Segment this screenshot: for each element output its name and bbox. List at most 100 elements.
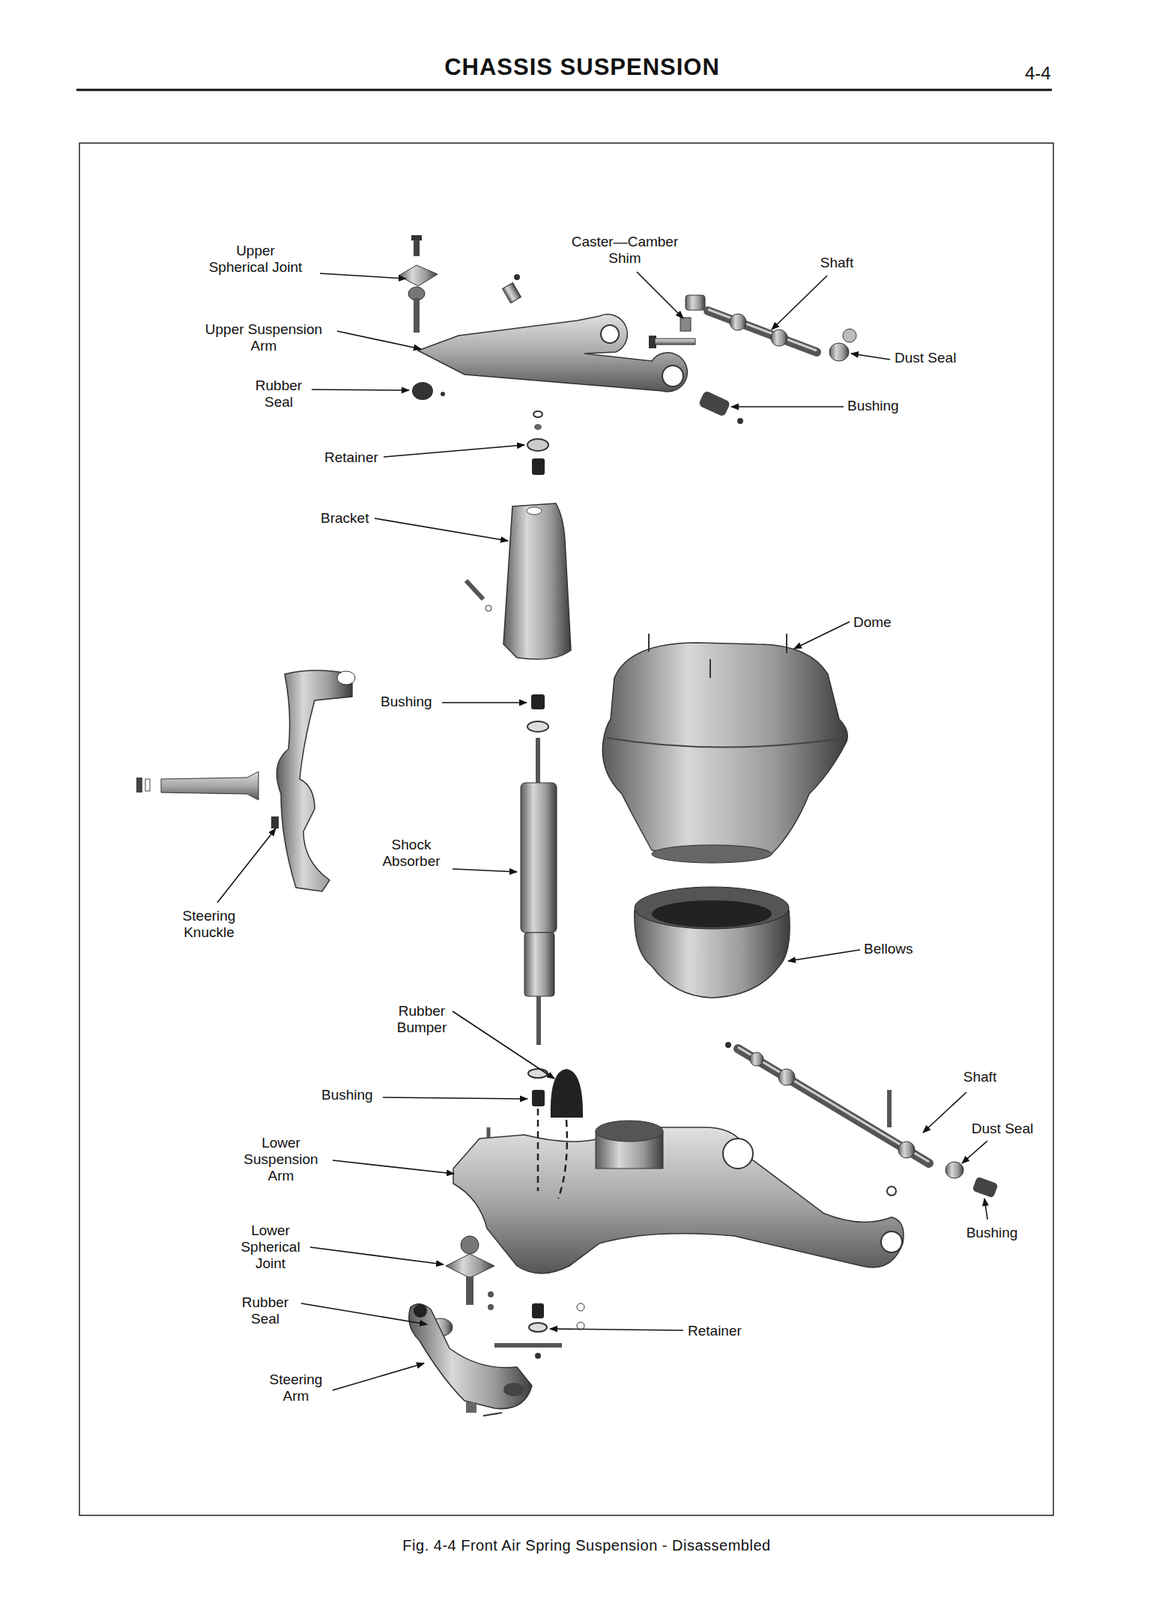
upper-small-parts-shape xyxy=(737,418,744,425)
part-label: Caster—Camber Shim xyxy=(568,233,682,267)
dome-shape xyxy=(606,737,847,748)
part-label: Bellows xyxy=(863,940,913,958)
upper-spherical-joint-shape xyxy=(411,235,422,241)
steering-arm-shape xyxy=(531,1303,544,1319)
part-label: Steering Arm xyxy=(262,1371,330,1405)
leader-line xyxy=(374,518,508,541)
upper-suspension-arm-shape xyxy=(502,282,522,303)
leader-line xyxy=(851,353,891,360)
leader-line xyxy=(771,275,828,330)
upper-spherical-joint xyxy=(398,235,438,333)
upper-small-parts-shape xyxy=(440,391,446,397)
steering-arm-shape xyxy=(528,1323,547,1333)
part-label: Rubber Seal xyxy=(248,377,309,411)
bracket-shape xyxy=(526,507,542,515)
steering-arm xyxy=(409,1303,585,1416)
steering-knuckle-shape xyxy=(145,779,150,792)
upper-suspension-arm-shape xyxy=(654,338,696,345)
leader-line xyxy=(549,1329,684,1331)
lower-suspension-arm-shape xyxy=(722,1138,753,1169)
leader-line xyxy=(383,445,525,458)
lower-shaft-parts-shape xyxy=(898,1141,915,1159)
dome-shape xyxy=(648,633,650,652)
leader-line xyxy=(310,1247,444,1265)
rubber-bumper-shape xyxy=(550,1069,583,1118)
upper-suspension-arm-shape xyxy=(662,365,684,387)
upper-small-parts-shape xyxy=(534,424,542,431)
dome-shape xyxy=(785,633,788,654)
part-label: Bushing xyxy=(321,1087,374,1104)
rubber-bumper-shape xyxy=(531,1090,545,1107)
part-label: Shaft xyxy=(820,254,854,272)
part-label: Rubber Bumper xyxy=(388,1003,456,1037)
lower-suspension-arm xyxy=(453,1120,904,1274)
leader-line xyxy=(984,1198,988,1220)
part-label: Retainer xyxy=(324,449,379,467)
part-label: Shaft xyxy=(963,1069,997,1086)
leader-line xyxy=(731,406,844,408)
part-label: Lower Suspension Arm xyxy=(232,1135,330,1185)
bellows-shape xyxy=(651,900,772,928)
upper-small-parts-shape xyxy=(533,411,543,418)
rubber-bumper-shape xyxy=(528,1069,548,1079)
leader-line xyxy=(301,1303,428,1325)
part-label: Dust Seal xyxy=(971,1120,1034,1138)
page-frame-shape xyxy=(76,89,1052,92)
lower-spherical-joint-shape xyxy=(445,1254,495,1279)
part-label: Rubber Seal xyxy=(235,1294,296,1328)
upper-small-parts-shape xyxy=(531,458,545,475)
part-label: Lower Spherical Joint xyxy=(233,1222,308,1273)
steering-knuckle-shape xyxy=(276,670,353,892)
part-label: Retainer xyxy=(687,1323,742,1340)
leader-line xyxy=(382,1097,528,1100)
upper-shaft-parts-shape xyxy=(680,317,691,332)
dome xyxy=(602,633,848,864)
leader-line xyxy=(332,1363,425,1391)
upper-spherical-joint-shape xyxy=(398,265,438,287)
lower-shaft-parts-shape xyxy=(778,1069,795,1086)
leader-line xyxy=(319,273,407,279)
upper-shaft-parts-shape xyxy=(685,295,705,311)
figure-caption: Fig. 4-4 Front Air Spring Suspension - D… xyxy=(402,1537,771,1555)
lower-spherical-joint-shape xyxy=(487,1304,494,1311)
leader-line xyxy=(788,949,861,962)
upper-suspension-arm-shape xyxy=(513,274,520,281)
leader-line xyxy=(311,389,410,391)
part-label: Bushing xyxy=(847,397,900,415)
steering-arm-shape xyxy=(576,1303,585,1312)
steering-knuckle-shape xyxy=(337,671,356,685)
lower-spherical-joint-shape xyxy=(466,1276,474,1306)
upper-suspension-arm xyxy=(418,274,696,392)
part-label: Dust Seal xyxy=(894,349,956,367)
leader-line xyxy=(217,828,276,903)
steering-arm-shape xyxy=(413,1304,428,1318)
leader-line xyxy=(923,1092,967,1133)
upper-shaft-parts-shape xyxy=(707,310,817,353)
lower-suspension-arm-shape xyxy=(486,1127,491,1139)
lower-shaft-parts-shape xyxy=(737,1048,930,1164)
bracket-shape xyxy=(485,605,492,612)
lower-shaft-parts-shape xyxy=(945,1162,964,1179)
rubber-bumper-shape xyxy=(537,1108,568,1199)
bracket-shape xyxy=(466,580,484,600)
leader-line xyxy=(337,331,422,350)
leader-line xyxy=(794,621,850,649)
steering-arm-shape xyxy=(466,1402,477,1413)
lower-shaft-parts-shape xyxy=(737,1047,930,1163)
part-label: Bracket xyxy=(320,510,369,527)
steering-knuckle xyxy=(136,670,356,892)
lower-suspension-arm-shape xyxy=(595,1120,664,1142)
upper-shaft-parts-shape xyxy=(729,313,747,331)
lower-shaft-parts-shape xyxy=(725,1042,732,1049)
steering-arm-shape xyxy=(409,1304,532,1410)
page-number: 4-4 xyxy=(1024,62,1052,84)
steering-arm-shape xyxy=(483,1412,502,1416)
steering-knuckle-shape xyxy=(271,816,279,829)
leader-line xyxy=(452,869,517,873)
shock-absorber-shape xyxy=(527,721,549,732)
upper-spherical-joint-shape xyxy=(413,298,420,333)
shock-absorber-shape xyxy=(524,932,555,997)
bellows-shape xyxy=(634,887,789,930)
shock-absorber-shape xyxy=(520,782,557,933)
